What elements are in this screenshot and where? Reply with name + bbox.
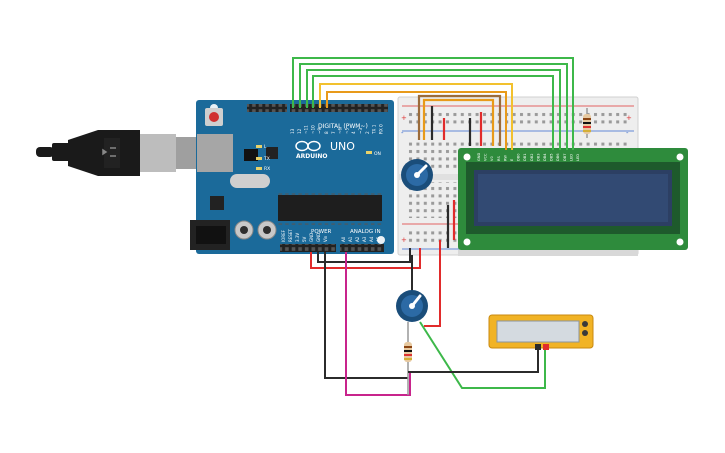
pin-label: 3.3V (295, 233, 300, 242)
pin-label: GND (477, 153, 481, 161)
digital-label: DIGITAL (PWM~) (318, 123, 368, 130)
pin-label: ~6 (338, 127, 343, 134)
lcd-backlight-resistor (583, 108, 591, 138)
pin-label: DB2 (530, 153, 534, 161)
pin-label: ~9 (317, 127, 322, 134)
pin-label: TX 1 (372, 124, 377, 135)
arduino-logo-icon (295, 140, 321, 152)
voltage-regulator (210, 196, 224, 210)
pin-label: DB6 (556, 153, 560, 161)
rx-led-label: RX (264, 166, 270, 172)
pin-label: ~10 (310, 125, 315, 134)
pin-label: 13 (290, 128, 295, 134)
pin-label: DB7 (563, 153, 567, 161)
icsp-header (266, 147, 278, 159)
crystal (230, 174, 270, 188)
pin-label: ~5 (344, 127, 349, 134)
pin-label: 4 (351, 131, 356, 134)
pin-label: 2 (365, 131, 370, 134)
pin-label: A1 (348, 236, 353, 242)
pin-label: RS (497, 156, 501, 161)
pin-label: 12 (297, 128, 302, 134)
l-led-label: L (264, 144, 267, 150)
pin-label: LED (569, 154, 573, 161)
arduino-bottom-wires (310, 240, 441, 396)
orange-jumper (422, 98, 495, 146)
multimeter-display (496, 320, 580, 343)
multimeter-knob-icon[interactable] (582, 321, 588, 327)
pin-label: RESET (288, 229, 293, 242)
pin-label: LED (576, 154, 580, 161)
pin-label: ~3 (358, 127, 363, 134)
pin-label: A2 (355, 236, 360, 242)
pin-label: DB1 (523, 153, 527, 161)
pin-label: RW (503, 155, 507, 161)
pin-label: A5 (376, 236, 381, 242)
svg-text:-: - (626, 129, 629, 137)
pin-label: A3 (362, 236, 367, 242)
svg-text:+: + (401, 236, 407, 244)
pin-label: DB5 (550, 153, 554, 161)
ground-to-meter-wire (408, 348, 539, 373)
breadboard-jumpers (417, 94, 502, 248)
uno-label: UNO (330, 140, 355, 153)
mount-hole (377, 236, 385, 244)
pin-label: 8 (324, 131, 329, 134)
pin-label: ~11 (304, 125, 309, 134)
reset-button-cap[interactable] (209, 112, 219, 122)
pin-label: 5V (302, 236, 307, 242)
tx-led-label: TX (263, 156, 270, 162)
pin-label: GND (309, 233, 314, 242)
power-label: POWER (311, 229, 332, 235)
pin-label: IOREF (281, 229, 286, 242)
svg-text:-: - (401, 129, 404, 137)
analog-label: ANALOG IN (350, 229, 381, 235)
input-potentiometer[interactable] (396, 290, 428, 322)
pin-label: 7 (331, 131, 336, 134)
pin-label: DB0 (517, 153, 521, 161)
usb-jack (197, 134, 233, 172)
arduino-to-lcd-wires (292, 57, 574, 150)
usb-cable (36, 130, 204, 176)
wiper-to-meter-wire (419, 321, 546, 389)
pin-label: Vin (323, 235, 328, 242)
multimeter[interactable] (488, 314, 594, 350)
usb-chip (244, 149, 258, 161)
atmega-chip (278, 195, 382, 221)
pin-label: A0 (341, 236, 346, 242)
series-resistor (404, 322, 412, 395)
pin-label: VCC (484, 153, 488, 161)
pin-label: DB3 (536, 153, 540, 161)
pin-label: A4 (369, 236, 374, 242)
contrast-potentiometer[interactable] (401, 159, 433, 191)
arduino-uno-board[interactable]: DIGITAL (PWM~) UNO ARDUINO POWER ANALOG … (190, 100, 394, 254)
arduino-brand-label: ARDUINO (296, 153, 327, 160)
on-led-label: ON (374, 151, 381, 157)
pin-label: V0 (490, 156, 494, 161)
svg-text:+: + (401, 114, 407, 122)
pin-label: RX 0 (378, 124, 383, 134)
pin-label: DB4 (543, 153, 547, 161)
svg-text:+: + (626, 114, 632, 122)
pin-label: GND (316, 233, 321, 242)
brown-jumper (417, 94, 502, 146)
pin-label: E (510, 158, 514, 161)
